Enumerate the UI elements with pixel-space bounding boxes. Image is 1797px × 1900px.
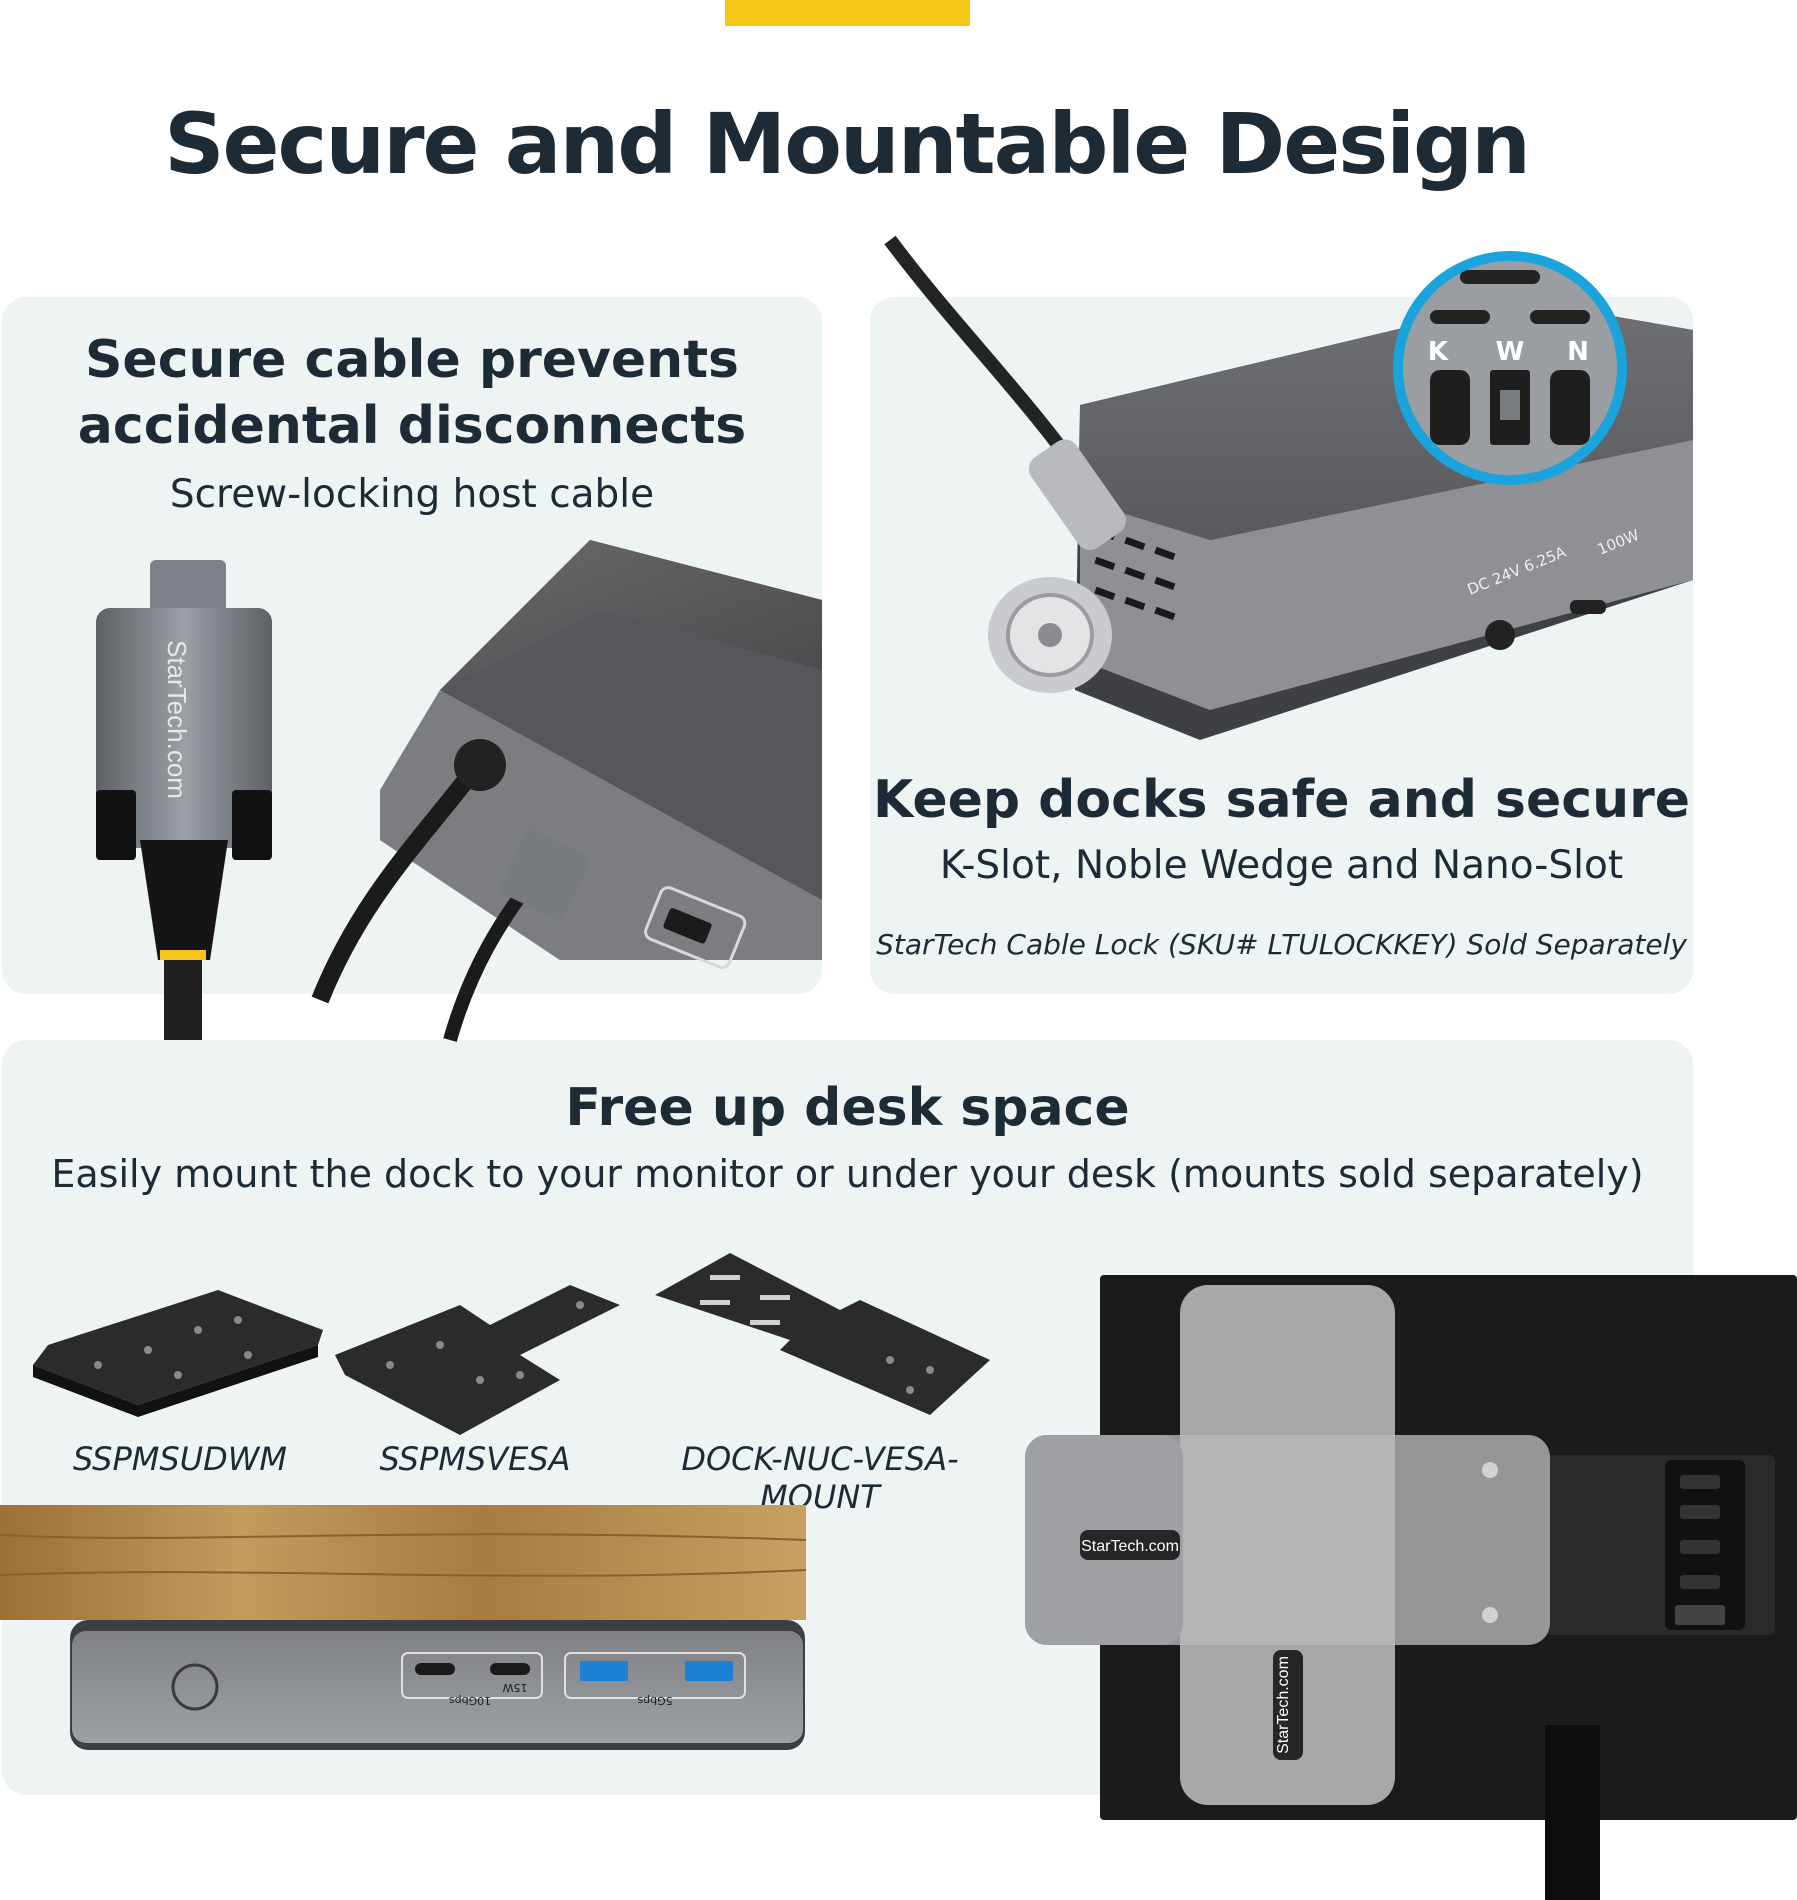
lock-panel-note: StarTech Cable Lock (SKU# LTULOCKKEY) So… [876, 928, 1687, 961]
mount-label-3: DOCK-NUC-VESA-MOUNT [681, 1440, 959, 1516]
slot-label-n: N [1567, 337, 1589, 367]
mount-panel-subtitle: Easily mount the dock to your monitor or… [51, 1152, 1644, 1196]
dock-port-power: 15W [502, 1681, 527, 1694]
cable-panel-title-line2: accidental disconnects [77, 396, 747, 456]
mount-label-1: SSPMSUDWM [72, 1440, 287, 1478]
mount-plate-dock-nuc-vesa-mount-image [655, 1253, 990, 1415]
page-title: Secure and Mountable Design [164, 95, 1531, 193]
monitor-mounted-dock-image: StarTech.com StarTech.com [1025, 1275, 1797, 1900]
cable-panel-subtitle: Screw-locking host cable [169, 472, 655, 517]
screw-lock-cable-image: StarTech.com [96, 540, 822, 1042]
cable-panel-title-line1: Secure cable prevents [84, 330, 740, 390]
cable-brand-label: StarTech.com [162, 640, 192, 799]
cable-panel-title: Secure cable prevents accidental disconn… [2, 327, 822, 459]
mount-plate-sspmsvesa-image [335, 1285, 620, 1435]
dock-port-speed-2: 5Gbps [637, 1694, 672, 1707]
dock-port-speed-1: 10Gbps [449, 1694, 491, 1707]
cable-lock-image: DC 24V 6.25A 100W K W N [884, 235, 1693, 740]
accent-bar [725, 0, 970, 26]
lock-panel-title: Keep docks safe and secure [872, 770, 1691, 830]
monitor-dock-brand-vertical: StarTech.com [1275, 1656, 1292, 1754]
slot-label-k: K [1428, 337, 1449, 367]
slot-label-w: W [1496, 337, 1525, 367]
mount-plate-sspmsudwm-image [33, 1290, 323, 1417]
lock-panel-subtitle: K-Slot, Noble Wedge and Nano-Slot [939, 843, 1624, 888]
under-desk-dock-image: 10Gbps 15W 5Gbps [0, 1505, 807, 1750]
mount-label-2: SSPMSVESA [379, 1440, 571, 1478]
mount-panel-title: Free up desk space [565, 1078, 1130, 1138]
monitor-dock-brand-horizontal: StarTech.com [1081, 1538, 1179, 1555]
